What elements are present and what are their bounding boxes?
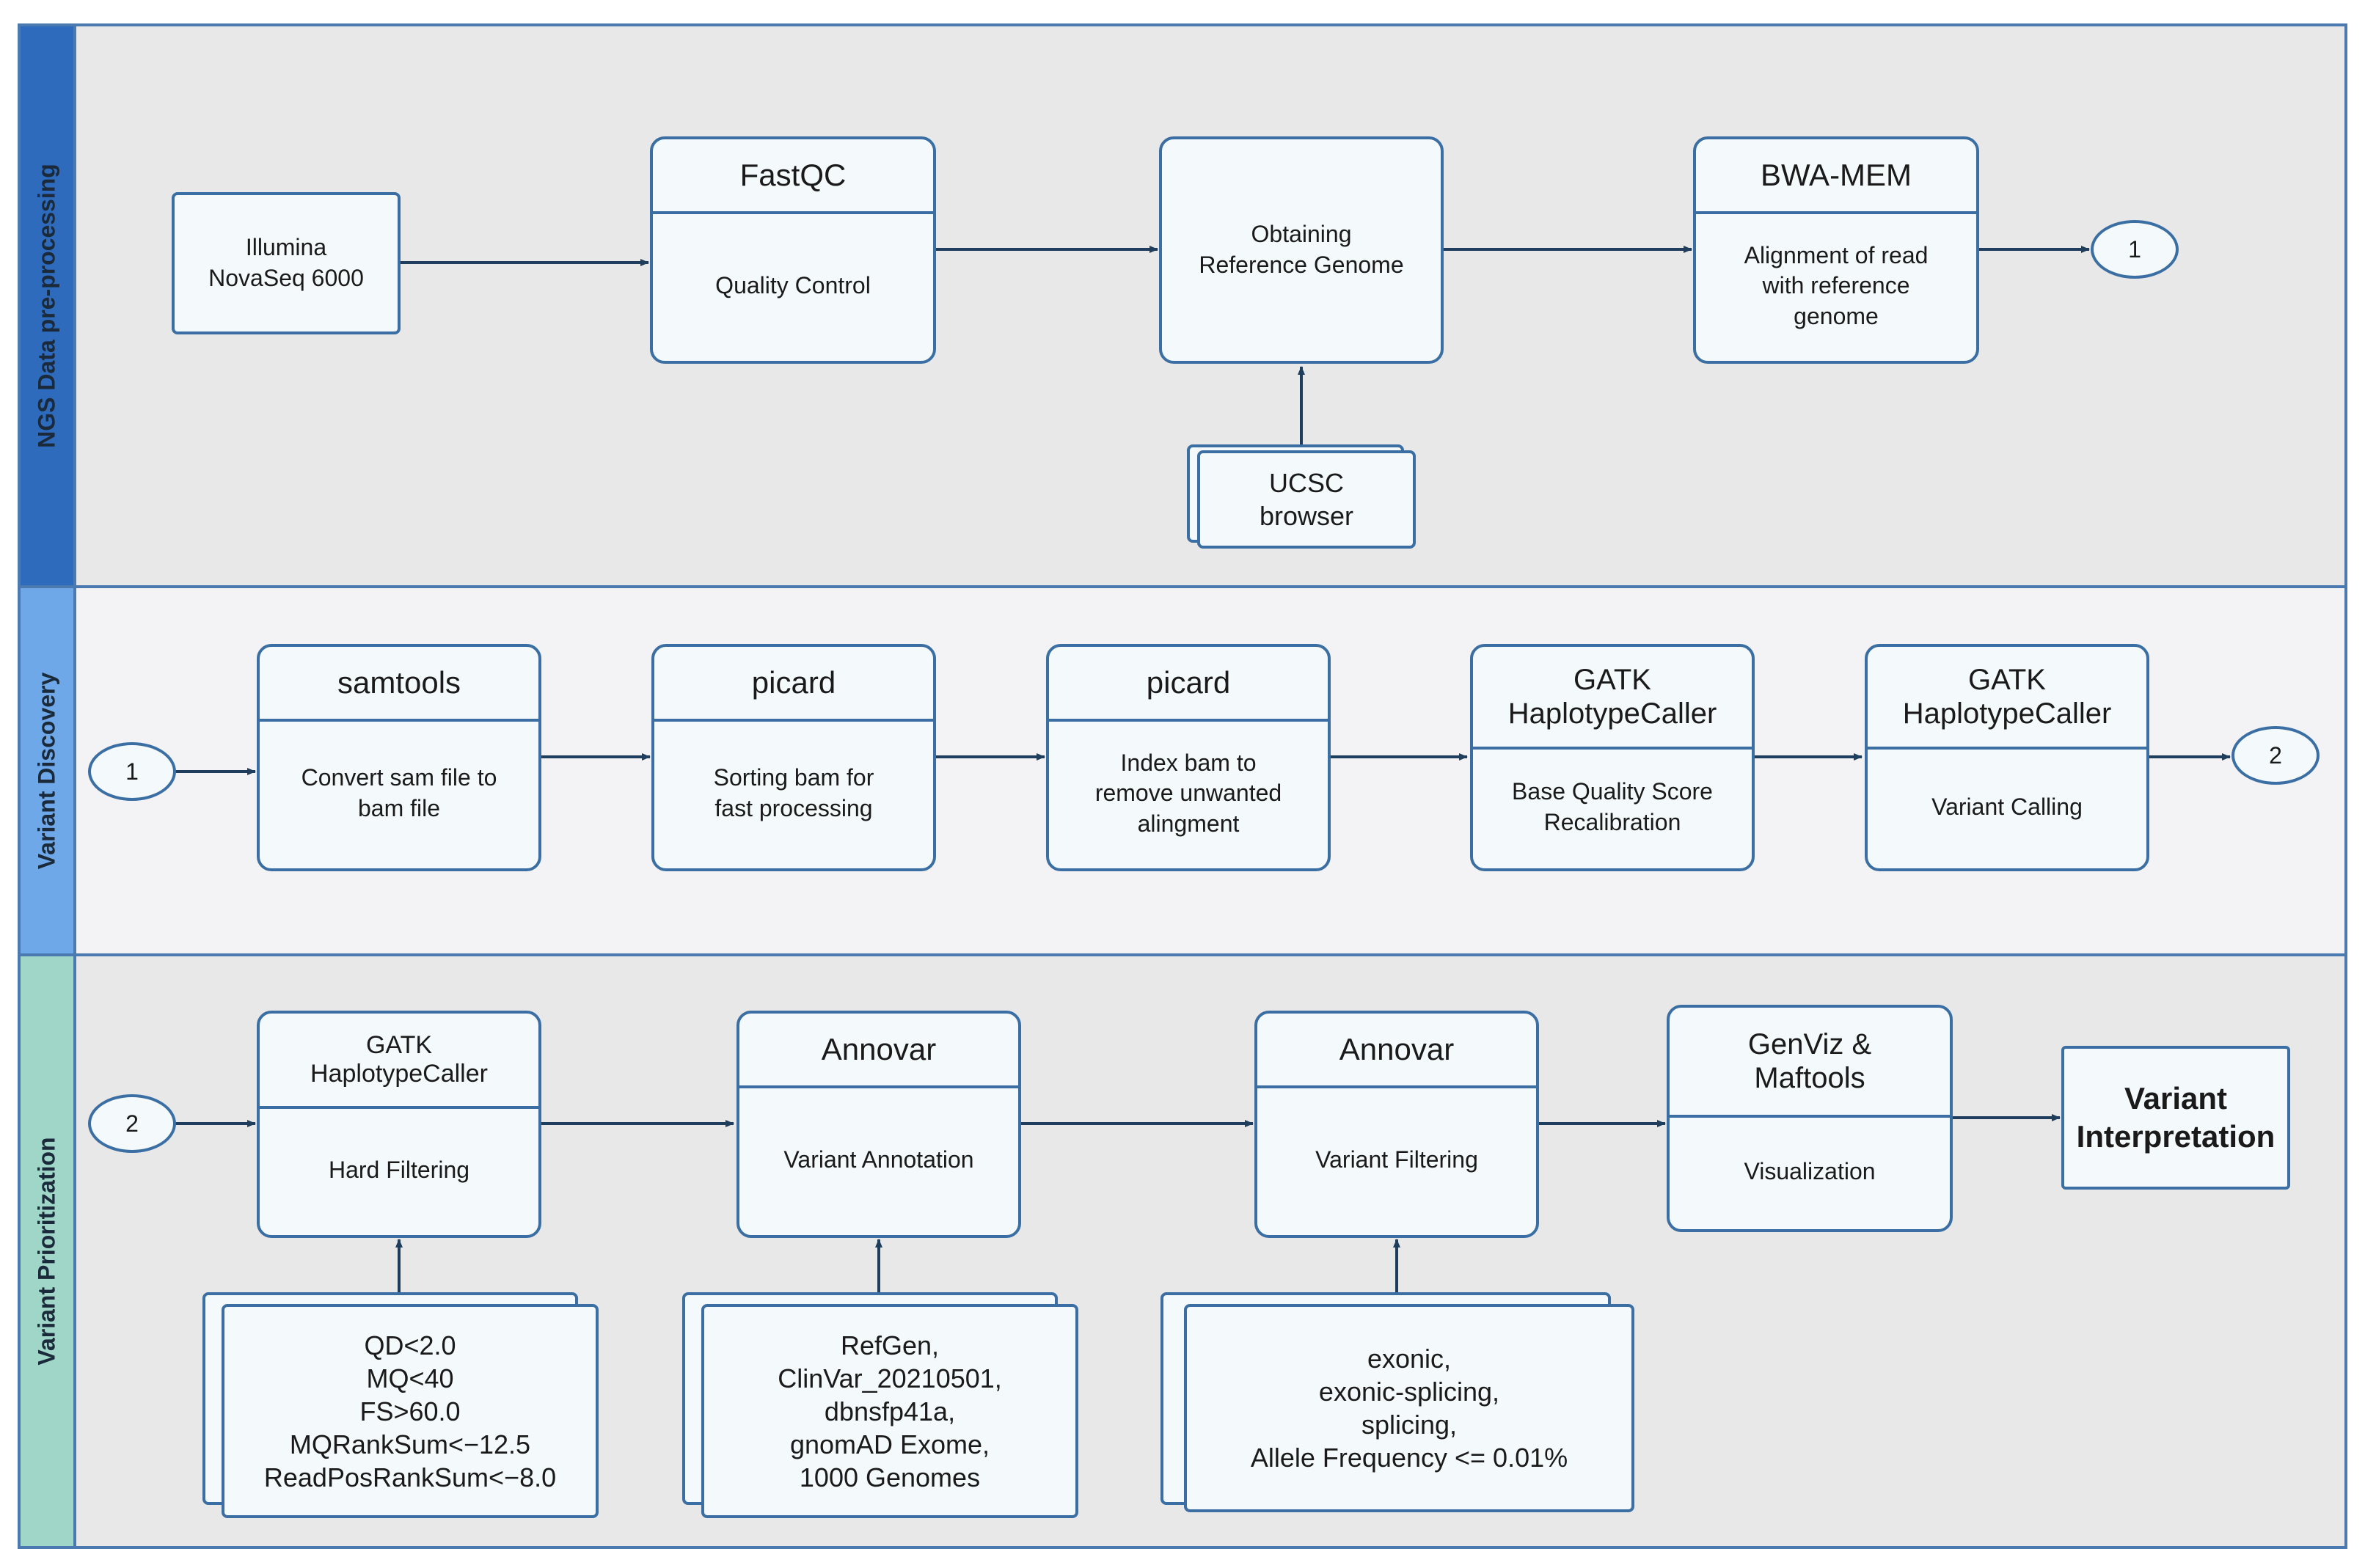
picard-index-title: picard [1049, 647, 1328, 722]
connector-2-out: 2 [2231, 726, 2320, 785]
samtools-title: samtools [260, 647, 538, 722]
annovar-filtering-box: Annovar Variant Filtering [1254, 1011, 1539, 1238]
filtering-criteria-box: exonic, exonic-splicing, splicing, Allel… [1184, 1304, 1634, 1512]
ucsc-browser-box: UCSC browser [1197, 450, 1416, 549]
connector-2-in: 2 [88, 1094, 176, 1153]
gatk-hard-filtering-title: GATK HaplotypeCaller [260, 1014, 538, 1109]
annotation-databases-box: RefGen, ClinVar_20210501, dbnsfp41a, gno… [701, 1304, 1078, 1518]
genviz-maftools-box: GenViz & Maftools Visualization [1667, 1005, 1953, 1232]
variant-interpretation-box: Variant Interpretation [2061, 1046, 2290, 1190]
illumina-box: Illumina NovaSeq 6000 [172, 192, 401, 334]
fastqc-title: FastQC [653, 139, 933, 214]
lane-label-variant-prioritization: Variant Prioritization [21, 956, 76, 1546]
bwa-mem-box: BWA-MEM Alignment of read with reference… [1693, 136, 1979, 364]
picard-index-box: picard Index bam to remove unwanted alin… [1046, 644, 1331, 871]
genviz-maftools-body: Visualization [1744, 1158, 1876, 1185]
connector-1-out: 1 [2091, 220, 2179, 279]
picard-index-body: Index bam to remove unwanted alingment [1094, 749, 1282, 837]
fastqc-box: FastQC Quality Control [650, 136, 936, 364]
annovar-filtering-title: Annovar [1257, 1014, 1536, 1088]
annovar-filtering-body: Variant Filtering [1315, 1146, 1478, 1173]
gatk-bqsr-body: Base Quality Score Recalibration [1512, 778, 1713, 835]
bwa-mem-title: BWA-MEM [1696, 139, 1976, 214]
annovar-annotation-box: Annovar Variant Annotation [736, 1011, 1021, 1238]
picard-sort-box: picard Sorting bam for fast processing [651, 644, 936, 871]
gatk-bqsr-title: GATK HaplotypeCaller [1473, 647, 1752, 750]
samtools-body: Convert sam file to bam file [301, 764, 497, 821]
fastqc-body: Quality Control [715, 272, 871, 299]
gatk-bqsr-box: GATK HaplotypeCaller Base Quality Score … [1470, 644, 1755, 871]
picard-sort-title: picard [654, 647, 933, 722]
lane-label-variant-discovery: Variant Discovery [21, 588, 76, 953]
gatk-calling-title: GATK HaplotypeCaller [1868, 647, 2146, 750]
gatk-hard-filtering-body: Hard Filtering [328, 1157, 470, 1184]
picard-sort-body: Sorting bam for fast processing [713, 764, 874, 821]
annovar-annotation-body: Variant Annotation [783, 1146, 974, 1173]
gatk-hard-filtering-box: GATK HaplotypeCaller Hard Filtering [257, 1011, 541, 1238]
annovar-annotation-title: Annovar [739, 1014, 1018, 1088]
gatk-calling-box: GATK HaplotypeCaller Variant Calling [1865, 644, 2149, 871]
samtools-box: samtools Convert sam file to bam file [257, 644, 541, 871]
lane-label-ngs-preprocessing: NGS Data pre-processing [21, 26, 76, 585]
genviz-maftools-title: GenViz & Maftools [1670, 1008, 1950, 1118]
hard-filter-thresholds-box: QD<2.0 MQ<40 FS>60.0 MQRankSum<−12.5 Rea… [222, 1304, 599, 1518]
gatk-calling-body: Variant Calling [1931, 794, 2083, 821]
connector-1-in: 1 [88, 742, 176, 801]
bwa-mem-body: Alignment of read with reference genome [1744, 241, 1929, 329]
reference-genome-box: Obtaining Reference Genome [1159, 136, 1444, 364]
